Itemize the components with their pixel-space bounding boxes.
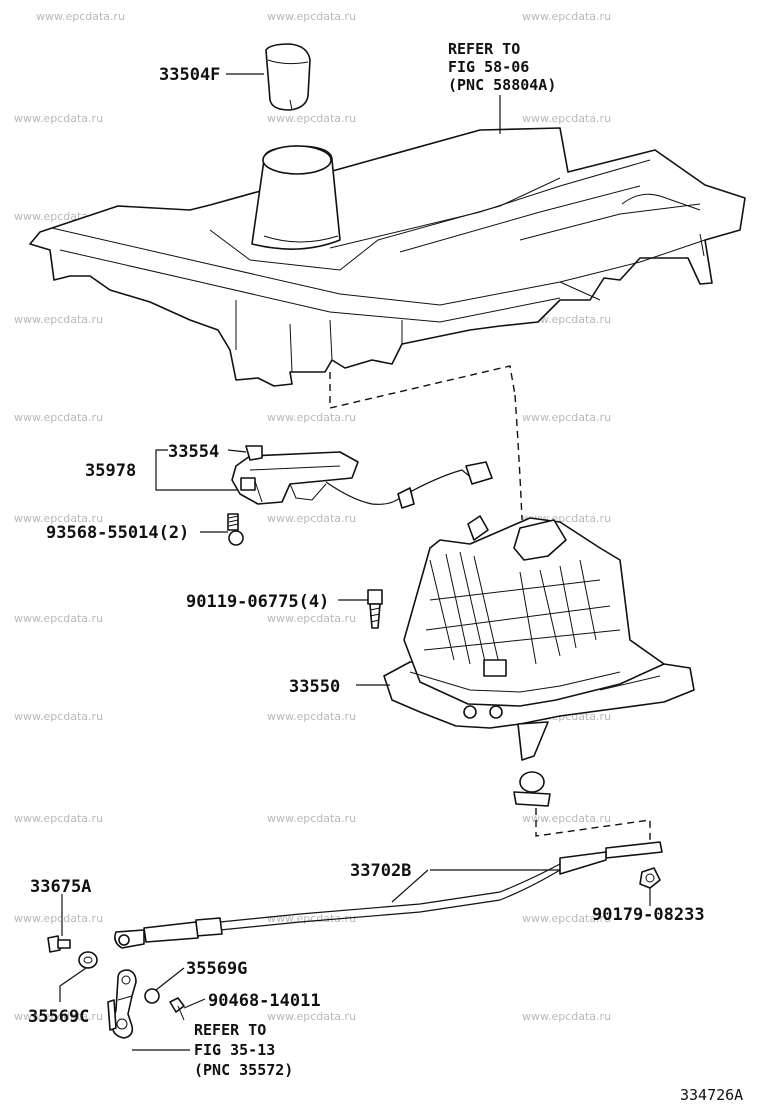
- refer-top-line3: (PNC 58804A): [448, 76, 556, 94]
- watermark: www.epcdata.ru: [267, 411, 356, 424]
- indicator-housing-part[interactable]: [231, 445, 493, 509]
- watermark: www.epcdata.ru: [14, 112, 103, 125]
- watermark: www.epcdata.ru: [522, 1010, 611, 1023]
- watermark: www.epcdata.ru: [14, 1010, 103, 1023]
- leader-lines: [59, 73, 651, 1051]
- transmission-lever-part[interactable]: [107, 969, 137, 1039]
- watermark: www.epcdata.ru: [36, 10, 125, 23]
- label-bushing-g: 35569G: [186, 959, 247, 979]
- watermark: www.epcdata.ru: [14, 411, 103, 424]
- label-bushing-c: 35569C: [28, 1007, 89, 1027]
- bushing-35569g-part[interactable]: [144, 988, 160, 1004]
- shift-lever-assembly-part[interactable]: [383, 515, 695, 807]
- label-indicator: 33554: [168, 442, 219, 462]
- nut-90179-part[interactable]: [639, 867, 661, 889]
- label-screw-93568: 93568-55014(2): [46, 523, 189, 543]
- figure-number: 334726A: [680, 1086, 743, 1104]
- label-shift-lever: 33550: [289, 677, 340, 697]
- label-bolt-90119: 90119-06775(4): [186, 592, 329, 612]
- bolt-90119-part[interactable]: [367, 589, 383, 629]
- watermark: www.epcdata.ru: [267, 112, 356, 125]
- watermark: www.epcdata.ru: [267, 1010, 356, 1023]
- refer-bottom-line2: FIG 35-13: [194, 1041, 275, 1059]
- watermark: www.epcdata.ru: [14, 512, 103, 525]
- watermark: www.epcdata.ru: [522, 10, 611, 23]
- watermark: www.epcdata.ru: [14, 612, 103, 625]
- watermark: www.epcdata.ru: [267, 512, 356, 525]
- watermark: www.epcdata.ru: [267, 10, 356, 23]
- refer-top-line2: FIG 58-06: [448, 58, 529, 76]
- dashed-guide-cable: [535, 808, 651, 852]
- label-nut-90179: 90179-08233: [592, 905, 705, 925]
- watermark: www.epcdata.ru: [522, 912, 611, 925]
- control-cable-part[interactable]: [114, 841, 663, 949]
- retainer-33675a-part[interactable]: [47, 935, 71, 953]
- label-cable: 33702B: [350, 861, 411, 881]
- bushing-35569c-part[interactable]: [78, 951, 98, 969]
- watermark: www.epcdata.ru: [522, 812, 611, 825]
- dashed-guide-rod: [514, 394, 523, 521]
- clip-pin-90468-part[interactable]: [169, 997, 185, 1021]
- watermark: www.epcdata.ru: [267, 710, 356, 723]
- watermark: www.epcdata.ru: [522, 112, 611, 125]
- console-panel-part: [29, 127, 746, 387]
- label-pin-90468: 90468-14011: [208, 991, 321, 1011]
- dashed-guide-knob: [329, 365, 516, 409]
- label-knob: 33504F: [159, 65, 220, 85]
- watermark: www.epcdata.ru: [14, 912, 103, 925]
- watermark: www.epcdata.ru: [14, 710, 103, 723]
- screw-93568-part[interactable]: [227, 513, 244, 546]
- refer-bottom-line3: (PNC 35572): [194, 1061, 293, 1079]
- watermark: www.epcdata.ru: [522, 411, 611, 424]
- watermark: www.epcdata.ru: [14, 313, 103, 326]
- refer-note-top: REFER TO FIG 58-06 (PNC 58804A): [448, 40, 556, 94]
- label-housing: 35978: [85, 461, 136, 481]
- refer-bottom-line1: REFER TO: [194, 1021, 266, 1039]
- refer-note-bottom: REFER TO FIG 35-13 (PNC 35572): [194, 1021, 293, 1079]
- label-retainer: 33675A: [30, 877, 91, 897]
- watermark: www.epcdata.ru: [14, 812, 103, 825]
- watermark: www.epcdata.ru: [267, 812, 356, 825]
- watermark: www.epcdata.ru: [267, 612, 356, 625]
- labels: 33504F 33554 35978 93568-55014(2) 90119-…: [28, 65, 705, 1027]
- shift-knob-part[interactable]: [265, 43, 311, 111]
- refer-top-line1: REFER TO: [448, 40, 520, 58]
